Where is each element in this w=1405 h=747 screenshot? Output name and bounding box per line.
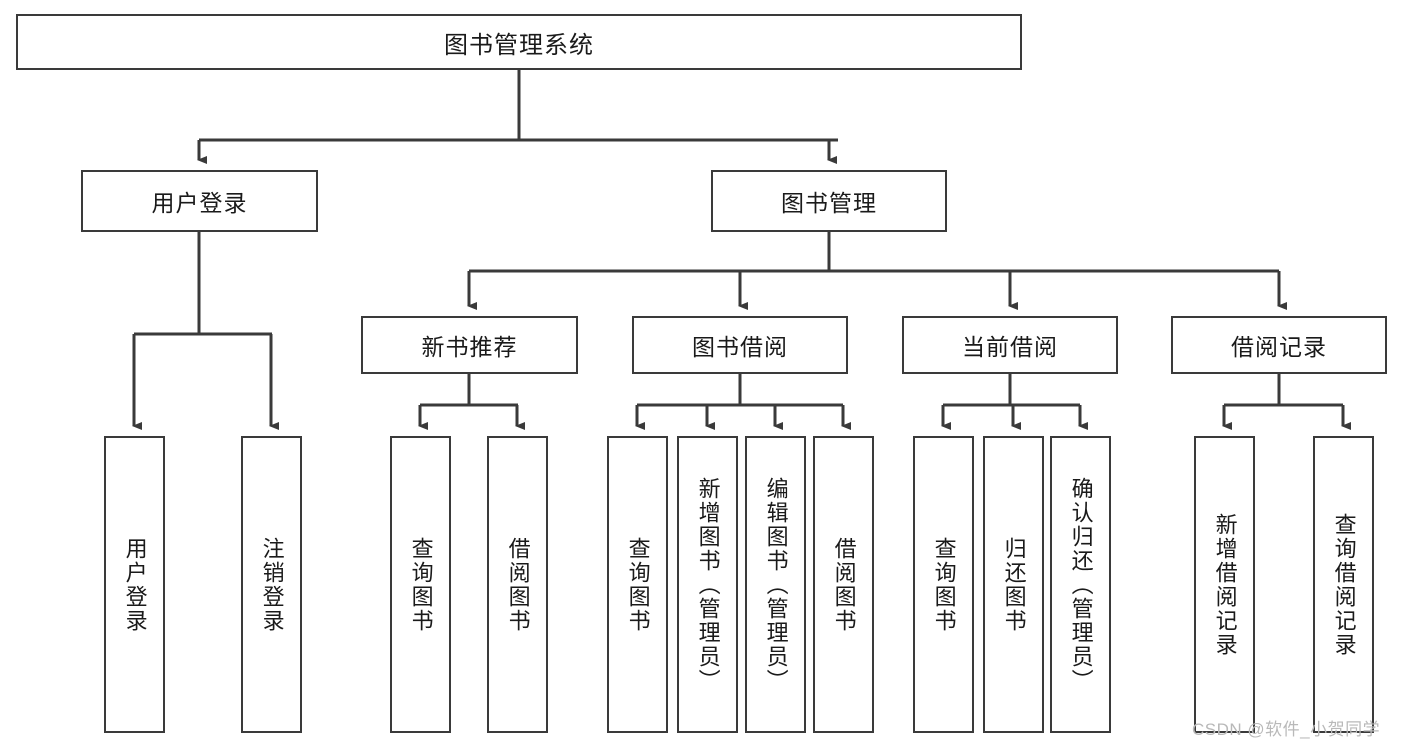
- leaf-user-login[interactable]: 用户登录: [104, 436, 165, 733]
- node-user-login[interactable]: 用户登录: [81, 170, 318, 232]
- leaf-borrow-book[interactable]: 借阅图书: [813, 436, 874, 733]
- node-book-borrow[interactable]: 图书借阅: [632, 316, 848, 374]
- node-book-management[interactable]: 图书管理: [711, 170, 947, 232]
- leaf-recommend-borrow-book[interactable]: 借阅图书: [487, 436, 548, 733]
- leaf-confirm-return-admin-label: 确认归还（管理员）: [1068, 476, 1094, 693]
- node-root[interactable]: 图书管理系统: [16, 14, 1022, 70]
- leaf-return-book[interactable]: 归还图书: [983, 436, 1044, 733]
- leaf-add-book-admin-label: 新增图书（管理员）: [695, 476, 721, 693]
- leaf-query-borrow-record[interactable]: 查询借阅记录: [1313, 436, 1374, 733]
- node-current-borrow-label: 当前借阅: [962, 334, 1058, 360]
- leaf-recommend-borrow-book-label: 借阅图书: [505, 536, 531, 633]
- node-root-label: 图书管理系统: [444, 31, 594, 59]
- node-book-management-label: 图书管理: [781, 190, 877, 216]
- leaf-query-borrow-record-label: 查询借阅记录: [1331, 512, 1357, 657]
- leaf-current-query-book-label: 查询图书: [931, 536, 957, 633]
- node-borrow-records[interactable]: 借阅记录: [1171, 316, 1387, 374]
- node-borrow-records-label: 借阅记录: [1231, 334, 1327, 360]
- leaf-current-query-book[interactable]: 查询图书: [913, 436, 974, 733]
- leaf-add-book-admin[interactable]: 新增图书（管理员）: [677, 436, 738, 733]
- node-new-book-recommend[interactable]: 新书推荐: [361, 316, 578, 374]
- leaf-borrow-book-label: 借阅图书: [831, 536, 857, 633]
- leaf-add-borrow-record-label: 新增借阅记录: [1212, 512, 1238, 657]
- leaf-user-logout-label: 注销登录: [259, 536, 285, 633]
- node-current-borrow[interactable]: 当前借阅: [902, 316, 1118, 374]
- leaf-recommend-query-book[interactable]: 查询图书: [390, 436, 451, 733]
- node-book-borrow-label: 图书借阅: [692, 334, 788, 360]
- node-user-login-label: 用户登录: [151, 190, 248, 216]
- leaf-confirm-return-admin[interactable]: 确认归还（管理员）: [1050, 436, 1111, 733]
- leaf-borrow-query-book-label: 查询图书: [625, 536, 651, 633]
- leaf-add-borrow-record[interactable]: 新增借阅记录: [1194, 436, 1255, 733]
- leaf-user-logout[interactable]: 注销登录: [241, 436, 302, 733]
- leaf-recommend-query-book-label: 查询图书: [408, 536, 434, 633]
- leaf-borrow-query-book[interactable]: 查询图书: [607, 436, 668, 733]
- leaf-user-login-label: 用户登录: [122, 536, 148, 633]
- node-new-book-recommend-label: 新书推荐: [421, 334, 518, 360]
- leaf-edit-book-admin[interactable]: 编辑图书（管理员）: [745, 436, 806, 733]
- leaf-edit-book-admin-label: 编辑图书（管理员）: [763, 476, 789, 693]
- leaf-return-book-label: 归还图书: [1001, 536, 1027, 633]
